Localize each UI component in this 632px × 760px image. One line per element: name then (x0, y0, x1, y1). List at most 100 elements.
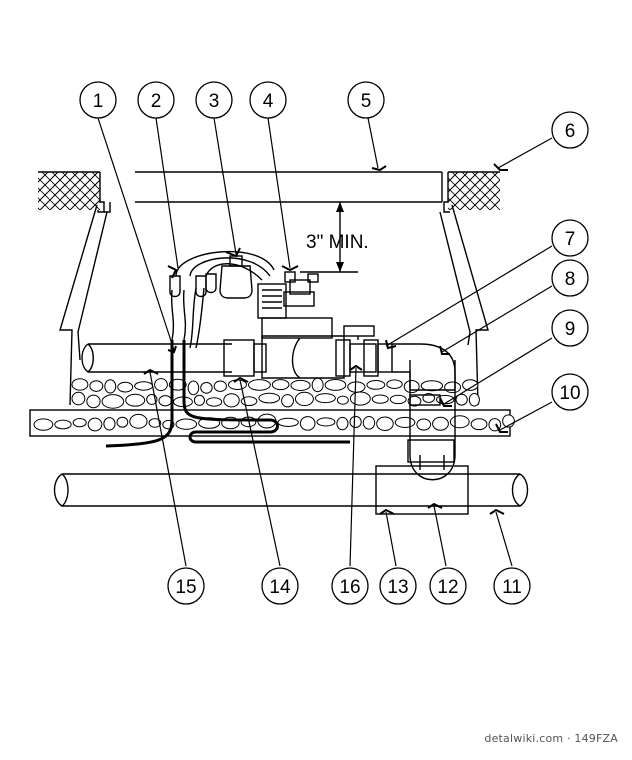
gravel-stone (316, 417, 336, 427)
gravel-stone (362, 415, 376, 430)
gravel-stone (366, 379, 386, 390)
decoder-module (219, 255, 253, 299)
callout-6: 6 (551, 111, 589, 149)
callout-9: 9 (551, 309, 589, 347)
gravel-stone (227, 379, 248, 391)
mainline-pipe (53, 473, 529, 507)
svg-text:1: 1 (93, 91, 104, 112)
svg-text:16: 16 (339, 577, 360, 598)
svg-text:2: 2 (151, 91, 162, 112)
gravel-stone (72, 417, 87, 428)
svg-text:4: 4 (263, 91, 274, 112)
watermark-text: detalwiki.com · 149FZA (484, 732, 618, 745)
callout-5: 5 (347, 81, 385, 119)
gravel-stone (213, 380, 227, 392)
svg-text:14: 14 (269, 577, 291, 598)
gravel-stone (71, 378, 89, 391)
callout-14: 14 (261, 567, 299, 605)
gravel-stone (200, 381, 213, 394)
callout-16: 16 (331, 567, 369, 605)
gravel-stone (86, 394, 101, 409)
gravel-stone (175, 418, 198, 430)
callout-3: 3 (195, 81, 233, 119)
solenoid-valve (257, 271, 345, 379)
gravel-stone (462, 379, 479, 391)
gravel-stone (376, 416, 394, 431)
svg-text:15: 15 (175, 577, 196, 598)
gravel-stone (389, 394, 407, 405)
callout-11: 11 (493, 567, 531, 605)
gravel-stone (258, 392, 281, 404)
gravel-stone (324, 379, 347, 391)
gravel-stone (134, 381, 154, 391)
gravel-stone (444, 381, 462, 394)
gravel-stone (403, 380, 420, 394)
tee-fitting (375, 465, 469, 515)
gravel-stone (103, 417, 116, 431)
gravel-stone (468, 393, 480, 407)
gravel-stone (117, 381, 134, 393)
gravel-stone (394, 416, 416, 428)
gravel-stone (223, 393, 240, 408)
gravel-stone (386, 379, 403, 389)
riser-ell (407, 360, 456, 481)
svg-text:12: 12 (437, 577, 458, 598)
gravel-stone (71, 391, 86, 406)
gravel-stone (89, 380, 104, 392)
gravel-stone (290, 379, 311, 391)
gravel-stone (294, 391, 314, 407)
svg-text:8: 8 (565, 269, 576, 290)
gravel-stone (116, 416, 129, 428)
leader-lines (97, 117, 553, 567)
gravel-stone (336, 395, 349, 405)
minimum-clearance-dimension: 3" MIN. (300, 202, 369, 273)
gravel-stone (33, 418, 54, 431)
callout-2: 2 (137, 81, 175, 119)
gravel-stone (470, 418, 488, 431)
callout-10: 10 (551, 373, 589, 411)
svg-text:6: 6 (565, 121, 576, 142)
gravel-stone (371, 394, 389, 404)
svg-text:5: 5 (361, 91, 372, 112)
gravel-stone (349, 391, 371, 406)
callout-8: 8 (551, 259, 589, 297)
gravel-stone (129, 413, 148, 429)
gravel-stone (281, 394, 294, 408)
gravel-stone (416, 418, 432, 431)
gravel-stone (314, 393, 336, 404)
gravel-stone (311, 377, 324, 393)
svg-text:7: 7 (565, 229, 576, 250)
gravel-stone (168, 378, 187, 391)
dimension-label: 3" MIN. (306, 232, 369, 253)
wire-connectors (169, 273, 217, 298)
gravel-stone (193, 394, 205, 406)
svg-text:13: 13 (387, 577, 408, 598)
svg-text:9: 9 (565, 319, 576, 340)
gravel-stone (187, 380, 200, 396)
gravel-stone (432, 416, 449, 431)
callout-1: 1 (79, 81, 117, 119)
gravel-stone (101, 394, 125, 409)
gravel-stone (87, 417, 103, 432)
gravel-stone (336, 416, 349, 431)
union-fittings (335, 325, 456, 391)
gravel-stone (125, 393, 146, 407)
gravel-stone (158, 395, 173, 407)
gravel-stone (349, 415, 362, 429)
gravel-stone (455, 393, 468, 406)
gravel-sump (71, 377, 480, 409)
valve-box-body (59, 172, 489, 406)
callout-7: 7 (551, 219, 589, 257)
gravel-stone (104, 379, 117, 394)
gravel-stone (271, 379, 290, 391)
gravel-stone (449, 415, 470, 429)
gravel-stone (154, 378, 168, 392)
gravel-stone (347, 381, 366, 393)
gravel-stone (205, 397, 223, 407)
coupling (223, 339, 267, 377)
leader-arrowheads (143, 163, 508, 515)
callout-15: 15 (167, 567, 205, 605)
valve-box-lid (135, 171, 443, 203)
gravel-stone (148, 418, 162, 428)
